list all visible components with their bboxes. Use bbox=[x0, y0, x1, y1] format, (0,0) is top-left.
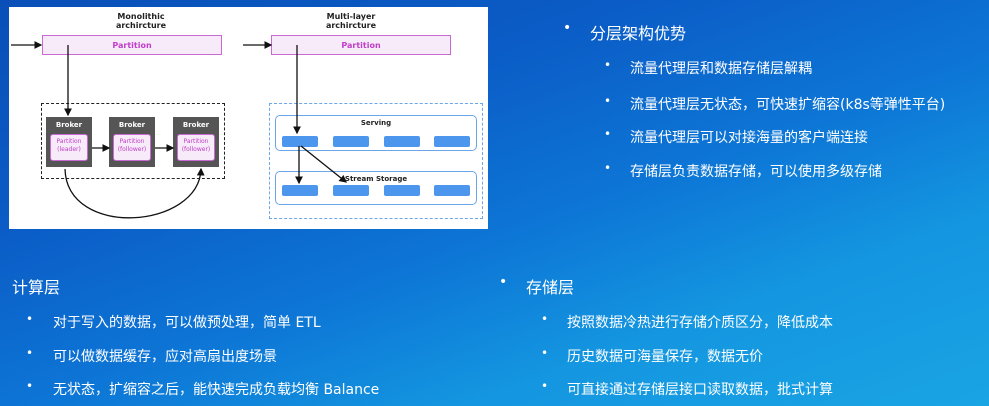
top-right-title: 分层架构优势 bbox=[590, 24, 687, 43]
serving-layer: Serving bbox=[275, 115, 477, 151]
diagram-arrows bbox=[11, 41, 348, 219]
top-right-item-2: 流量代理层无状态，可快速扩缩容(k8s等弹性平台) bbox=[630, 97, 946, 113]
bottom-left-bullet-2: • bbox=[26, 346, 34, 360]
broker-2-partition-role: (follower) bbox=[117, 146, 147, 153]
serving-node-1 bbox=[282, 136, 318, 147]
broker-1-partition-role: (leader) bbox=[57, 146, 81, 153]
multilayer-title-line2: archircture bbox=[325, 21, 377, 30]
bottom-left-bullet-1: • bbox=[26, 312, 34, 326]
serving-node-3 bbox=[384, 136, 420, 147]
broker-1-partition: Partition (leader) bbox=[50, 134, 88, 161]
multilayer-title-line1: Multi-layer bbox=[326, 12, 376, 21]
monolithic-title-line2: archircture bbox=[115, 21, 167, 30]
replicate-curve-arrow bbox=[64, 167, 205, 219]
top-right-item-1: 流量代理层和数据存储层解耦 bbox=[630, 61, 812, 77]
bottom-left-bullet-3: • bbox=[26, 379, 34, 393]
broker-1: Broker Partition (leader) bbox=[46, 117, 92, 167]
storage-node-2 bbox=[333, 185, 369, 196]
top-right-bullet-3: • bbox=[604, 127, 612, 141]
broker-3-label: Broker bbox=[182, 121, 210, 129]
broker-3-partition-name: Partition bbox=[183, 138, 209, 145]
top-right-item-3: 流量代理层可以对接海量的客户端连接 bbox=[630, 130, 868, 146]
bottom-left-title: 计算层 bbox=[12, 278, 61, 297]
top-right-bullet-1: • bbox=[604, 58, 612, 72]
broker-2-partition-name: Partition bbox=[119, 138, 145, 145]
stream-storage-label: Stream Storage bbox=[344, 175, 408, 183]
bottom-left-item-2: 可以做数据缓存，应对高扇出度场景 bbox=[53, 349, 277, 365]
bottom-left-item-3: 无状态，扩缩容之后，能快速完成负载均衡 Balance bbox=[53, 382, 380, 398]
top-right-bullet-4: • bbox=[604, 161, 612, 175]
storage-node-3 bbox=[384, 185, 420, 196]
serving-to-storage-arrow-2 bbox=[300, 145, 348, 183]
bottom-right-title-bullet: • bbox=[499, 274, 508, 290]
broker-2-label: Broker bbox=[118, 121, 146, 129]
broker-1-partition-name: Partition bbox=[56, 138, 82, 145]
multi-partition-bar: Partition bbox=[271, 35, 451, 55]
broker-3: Broker Partition (follower) bbox=[173, 117, 219, 167]
broker-2: Broker Partition (follower) bbox=[109, 117, 155, 167]
storage-node-4 bbox=[434, 185, 470, 196]
multi-partition-label: Partition bbox=[341, 40, 381, 50]
multi-layer-group bbox=[269, 103, 483, 219]
broker-2-partition: Partition (follower) bbox=[113, 134, 151, 161]
broker-3-partition-role: (follower) bbox=[181, 146, 211, 153]
monolithic-title-line1: Monolithic bbox=[117, 12, 165, 21]
bottom-right-title: 存储层 bbox=[526, 278, 575, 297]
storage-node-1 bbox=[282, 185, 318, 196]
monolithic-title: Monolithic archircture bbox=[101, 12, 181, 30]
bottom-left-item-1: 对于写入的数据，可以做预处理，简单 ETL bbox=[53, 315, 321, 331]
serving-node-4 bbox=[434, 136, 470, 147]
top-right-bullet-2: • bbox=[604, 94, 612, 108]
bottom-right-item-2: 历史数据可海量保存，数据无价 bbox=[567, 349, 763, 365]
bottom-right-bullet-1: • bbox=[541, 312, 549, 326]
mono-partition-label: Partition bbox=[112, 40, 152, 50]
stream-storage-layer: Stream Storage bbox=[275, 171, 477, 205]
top-right-title-bullet: • bbox=[563, 20, 572, 36]
serving-node-2 bbox=[333, 136, 369, 147]
bottom-right-item-3: 可直接通过存储层接口读取数据，批式计算 bbox=[567, 382, 833, 398]
multilayer-title: Multi-layer archircture bbox=[311, 12, 391, 30]
architecture-diagram: Monolithic archircture Partition Broker … bbox=[9, 7, 488, 229]
bottom-right-item-1: 按照数据冷热进行存储介质区分，降低成本 bbox=[567, 315, 833, 331]
broker-1-label: Broker bbox=[55, 121, 83, 129]
broker-3-partition: Partition (follower) bbox=[177, 134, 215, 161]
bottom-right-bullet-2: • bbox=[541, 346, 549, 360]
top-right-item-4: 存储层负责数据存储，可以使用多级存储 bbox=[630, 164, 882, 180]
bottom-right-bullet-3: • bbox=[541, 379, 549, 393]
serving-label: Serving bbox=[360, 119, 392, 127]
mono-partition-bar: Partition bbox=[42, 35, 222, 55]
mono-broker-group bbox=[41, 103, 225, 179]
